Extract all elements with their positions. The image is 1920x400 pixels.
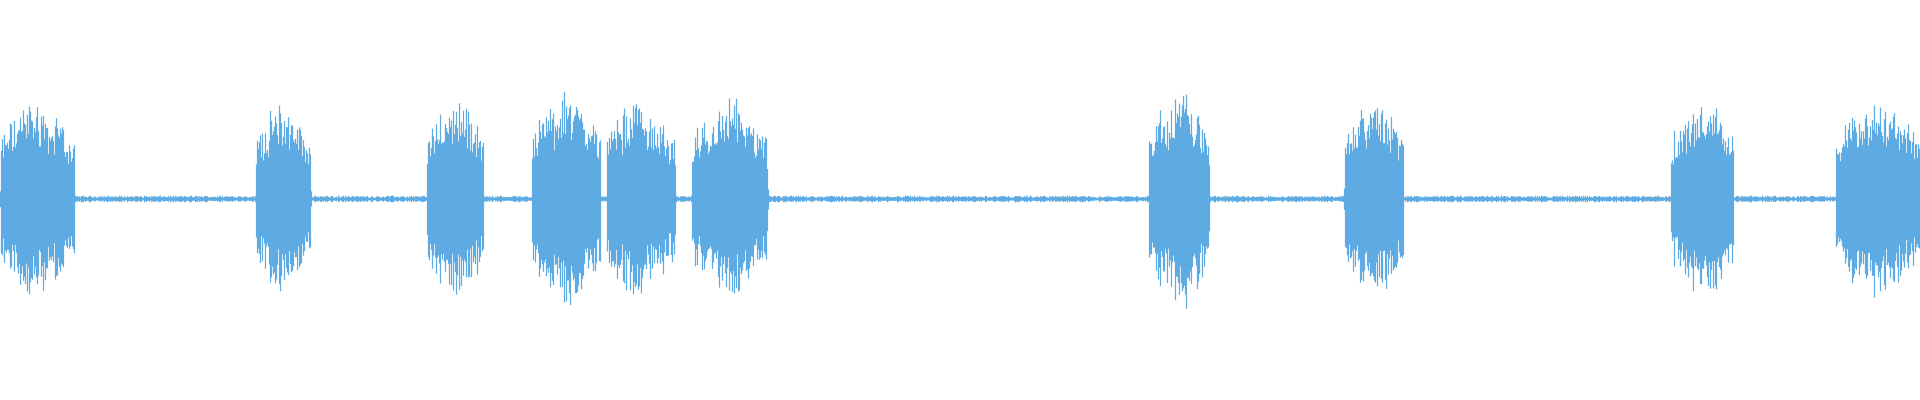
waveform-path xyxy=(0,91,1920,309)
waveform-bars xyxy=(0,91,1920,309)
